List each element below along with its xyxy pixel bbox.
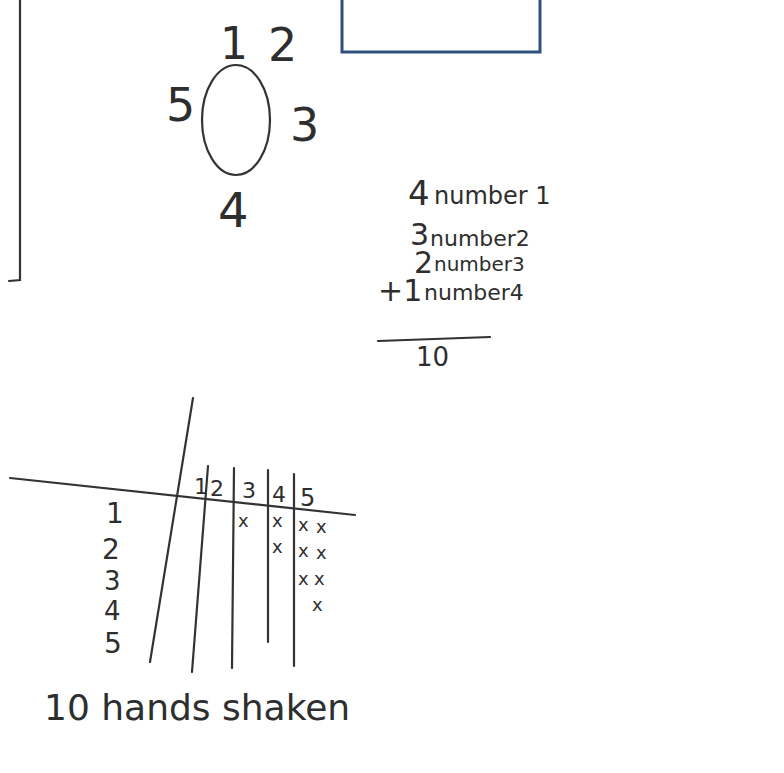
addend-note: number 1 <box>434 184 551 208</box>
handshake-mark: x <box>298 570 309 588</box>
addend-note: number4 <box>424 282 524 304</box>
column-header: 2 <box>210 478 224 500</box>
addend: 4 <box>408 176 430 210</box>
column-header: 3 <box>242 480 256 502</box>
sum-line <box>378 337 490 341</box>
addend-note: number2 <box>430 228 530 250</box>
seat-number: 3 <box>290 102 319 148</box>
seat-number: 4 <box>218 186 249 234</box>
table-column-line <box>232 468 234 668</box>
handshake-mark: x <box>272 512 283 530</box>
table-column-line <box>192 466 208 672</box>
handshake-mark: x <box>272 538 283 556</box>
table-header-line <box>10 478 355 515</box>
addend: 3 <box>410 220 429 250</box>
answer-text: 10 hands shaken <box>44 690 350 726</box>
row-header: 1 <box>106 500 124 528</box>
margin-line <box>9 0 20 281</box>
handshake-mark: x <box>312 596 323 614</box>
blue-box <box>342 0 540 52</box>
sum-total: 10 <box>416 344 449 370</box>
table-oval <box>202 65 270 175</box>
handshake-mark: x <box>316 518 327 536</box>
handshake-mark: x <box>314 570 325 588</box>
handshake-mark: x <box>298 516 309 534</box>
handshake-mark: x <box>298 542 309 560</box>
seat-number: 2 <box>268 22 297 68</box>
seat-number: 5 <box>166 82 195 128</box>
handshake-mark: x <box>238 512 249 530</box>
handshake-mark: x <box>316 544 327 562</box>
row-header: 4 <box>104 598 121 624</box>
table-column-line <box>293 474 295 666</box>
row-header: 3 <box>104 568 121 594</box>
column-header: 5 <box>300 486 315 510</box>
addend: +1 <box>378 276 422 306</box>
row-header: 5 <box>104 630 122 658</box>
row-header: 2 <box>102 536 120 564</box>
seat-number: 1 <box>220 22 248 66</box>
addend-note: number3 <box>434 254 525 274</box>
table-column-line <box>267 470 269 642</box>
addend: 2 <box>414 248 433 278</box>
column-header: 1 <box>194 476 208 498</box>
table-column-line <box>150 398 193 662</box>
column-header: 4 <box>272 484 286 506</box>
